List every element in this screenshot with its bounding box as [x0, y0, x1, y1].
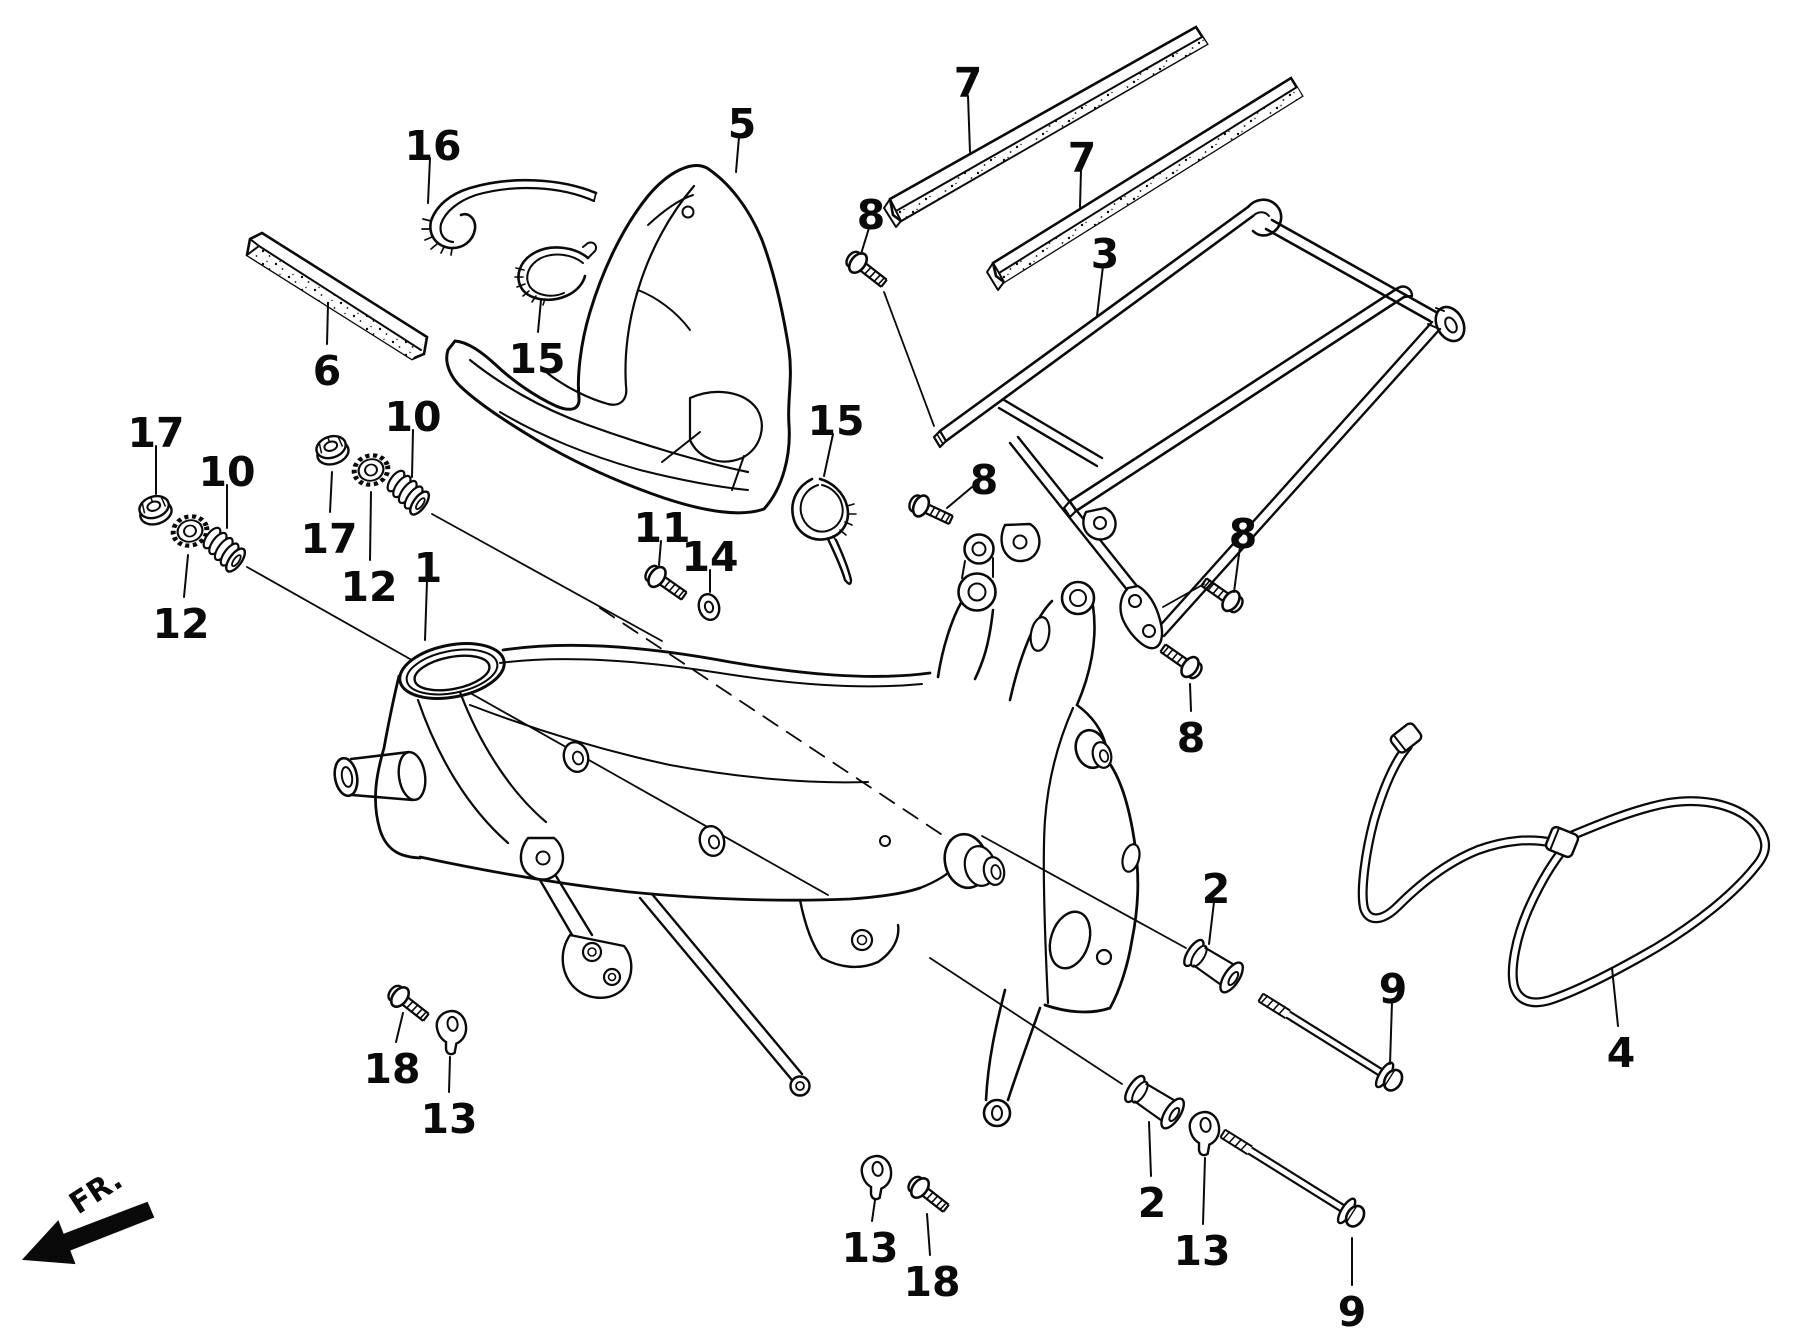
callout-8-mid: 8: [970, 456, 999, 504]
callout-6: 6: [313, 347, 342, 395]
callout-8-top: 8: [857, 191, 886, 239]
callout-leader: [946, 486, 973, 509]
callout-13-left: 13: [420, 1095, 477, 1143]
callout-leader: [860, 227, 870, 255]
callout-9-upper: 9: [1379, 965, 1408, 1013]
callout-leader: [1079, 169, 1082, 208]
foam-strip-7-upper: [883, 25, 1209, 228]
callout-16: 16: [404, 122, 461, 170]
callout-leader: [658, 540, 662, 566]
callout-10-left: 10: [198, 448, 255, 496]
callout-7a: 7: [954, 59, 983, 107]
callout-leader: [326, 303, 329, 345]
callout-11: 11: [633, 504, 690, 552]
foam-strip-6: [245, 231, 429, 361]
callouts: 16 5 7 7 8 3 6 15 17 10 17 10 12 12 1 11…: [127, 59, 1635, 1334]
callout-10-right: 10: [384, 393, 441, 441]
callout-3: 3: [1091, 230, 1120, 278]
callout-15-left: 15: [508, 335, 565, 383]
cable-tie-15-right: [791, 477, 857, 585]
callout-leader: [967, 95, 971, 153]
callout-leader: [329, 471, 333, 513]
callout-leader: [823, 433, 834, 477]
callout-leader: [1096, 265, 1104, 317]
callout-leader: [1233, 546, 1241, 593]
callout-13-right: 13: [1173, 1227, 1230, 1275]
callout-12-left: 12: [152, 600, 209, 648]
callout-12-right: 12: [340, 563, 397, 611]
callout-13-bottom: 13: [841, 1224, 898, 1272]
assembly-leader-lines: [246, 291, 1205, 1085]
callout-leader: [1208, 901, 1215, 945]
callout-17-left: 17: [127, 409, 184, 457]
callout-1: 1: [414, 544, 443, 592]
engine-guard-part-5: [445, 164, 792, 515]
front-direction-arrow: [21, 1201, 155, 1265]
wire-band-16: [421, 178, 598, 256]
callout-leader: [1389, 1001, 1393, 1065]
callout-9-lower: 9: [1338, 1288, 1367, 1334]
callout-leader: [871, 1199, 876, 1222]
callout-8-lower: 8: [1177, 714, 1206, 762]
callout-18-left: 18: [363, 1045, 420, 1093]
cable-tie-15-left: [514, 241, 598, 306]
callout-leader: [395, 1012, 404, 1043]
callout-18-bottom: 18: [903, 1258, 960, 1306]
callout-leader: [1189, 683, 1192, 712]
callout-leader: [735, 136, 740, 173]
callout-2-upper: 2: [1202, 865, 1231, 913]
callout-leader: [424, 580, 428, 641]
callout-leader: [448, 1056, 451, 1093]
callout-14: 14: [681, 533, 738, 581]
callout-leader: [183, 554, 189, 598]
callout-leader: [427, 157, 431, 204]
callout-5: 5: [728, 100, 757, 148]
callout-2-lower: 2: [1138, 1179, 1167, 1227]
foam-strip-7-lower: [986, 76, 1304, 291]
callout-leader: [1148, 1121, 1152, 1177]
callout-15-right: 15: [807, 397, 864, 445]
callout-leader: [1202, 1157, 1206, 1225]
callout-8-right: 8: [1229, 510, 1258, 558]
callout-17-right: 17: [300, 515, 357, 563]
callout-leader: [411, 429, 414, 478]
callout-4: 4: [1607, 1029, 1636, 1077]
callout-leader: [537, 299, 542, 333]
rear-subframe-part-3: [932, 198, 1466, 650]
main-frame-part-1: [333, 533, 1141, 1128]
callout-7b: 7: [1068, 134, 1097, 182]
callout-leader: [369, 491, 372, 561]
callout-leader: [926, 1213, 931, 1256]
pillion-wire-guard-part-4: [1357, 722, 1771, 1008]
callout-leader: [1611, 967, 1619, 1027]
